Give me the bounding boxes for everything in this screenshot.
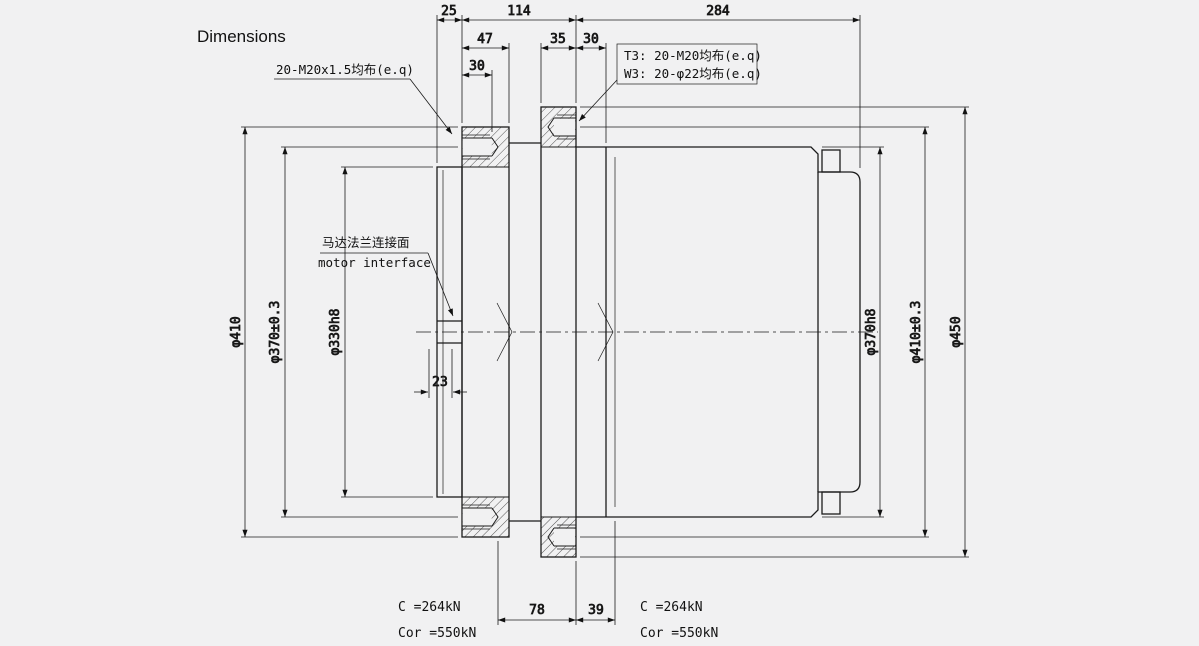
dim-bore-depth-text: 23 <box>432 375 448 390</box>
page-title: Dimensions <box>197 27 286 46</box>
callout-t3: T3: 20-M20均布(e.q) <box>624 48 762 63</box>
dim-drum-flange-thickness: 35 <box>550 32 566 47</box>
load-left-dynamic: C =264kN <box>398 600 461 615</box>
dim-left-pilot-dia: φ330h8 <box>328 309 343 356</box>
dims-top: 25 114 284 47 35 30 30 <box>436 4 861 168</box>
dim-bottom-span-left: 78 <box>529 603 545 618</box>
dim-bottom-span-right: 39 <box>588 603 604 618</box>
callout-motor-interface-zh: 马达法兰连接面 <box>322 235 410 250</box>
dim-right-pilot-dia: φ370h8 <box>864 309 879 356</box>
dims-right: φ370h8 φ410±0.3 φ450 <box>580 106 969 558</box>
dim-right-bolt-circle: φ410±0.3 <box>909 301 924 364</box>
dim-right-flange-od: φ450 <box>949 316 964 347</box>
dim-left-bolt-circle: φ370±0.3 <box>268 301 283 364</box>
load-left-static: Cor =550kN <box>398 626 476 641</box>
dims-left: φ410 φ370±0.3 φ330h8 <box>229 126 458 538</box>
drum-body <box>576 146 861 518</box>
dim-flange-to-drum-flange: 114 <box>507 4 531 19</box>
dim-thread-depth: 30 <box>469 59 485 74</box>
load-right-static: Cor =550kN <box>640 626 718 641</box>
callout-motor-interface-en: motor interface <box>318 255 431 270</box>
bore-chamfer-left <box>496 302 513 362</box>
callout-w3: W3: 20-φ22均布(e.q) <box>624 66 762 81</box>
callout-box <box>616 43 758 85</box>
load-right-dynamic: C =264kN <box>640 600 703 615</box>
cover-bolt-bottom <box>821 491 841 515</box>
dim-pilot-length: 25 <box>441 4 457 19</box>
dim-bore-depth: 23 <box>414 349 467 398</box>
bolt-holes <box>462 114 576 550</box>
dim-flange-thickness: 47 <box>477 32 493 47</box>
dim-left-flange-od: φ410 <box>229 316 244 347</box>
dim-drum-length: 284 <box>706 4 730 19</box>
bore-chamfer-right <box>597 302 614 362</box>
cover-bolt-top <box>821 149 841 173</box>
callouts: 20-M20x1.5均布(e.q) T3: 20-M20均布(e.q) W3: … <box>274 43 762 317</box>
dims-bottom: 78 39 <box>497 521 616 625</box>
load-ratings: C =264kN Cor =550kN C =264kN Cor =550kN <box>398 600 718 641</box>
dim-flange-to-step: 30 <box>583 32 599 47</box>
callout-flange-bolts: 20-M20x1.5均布(e.q) <box>276 62 414 77</box>
